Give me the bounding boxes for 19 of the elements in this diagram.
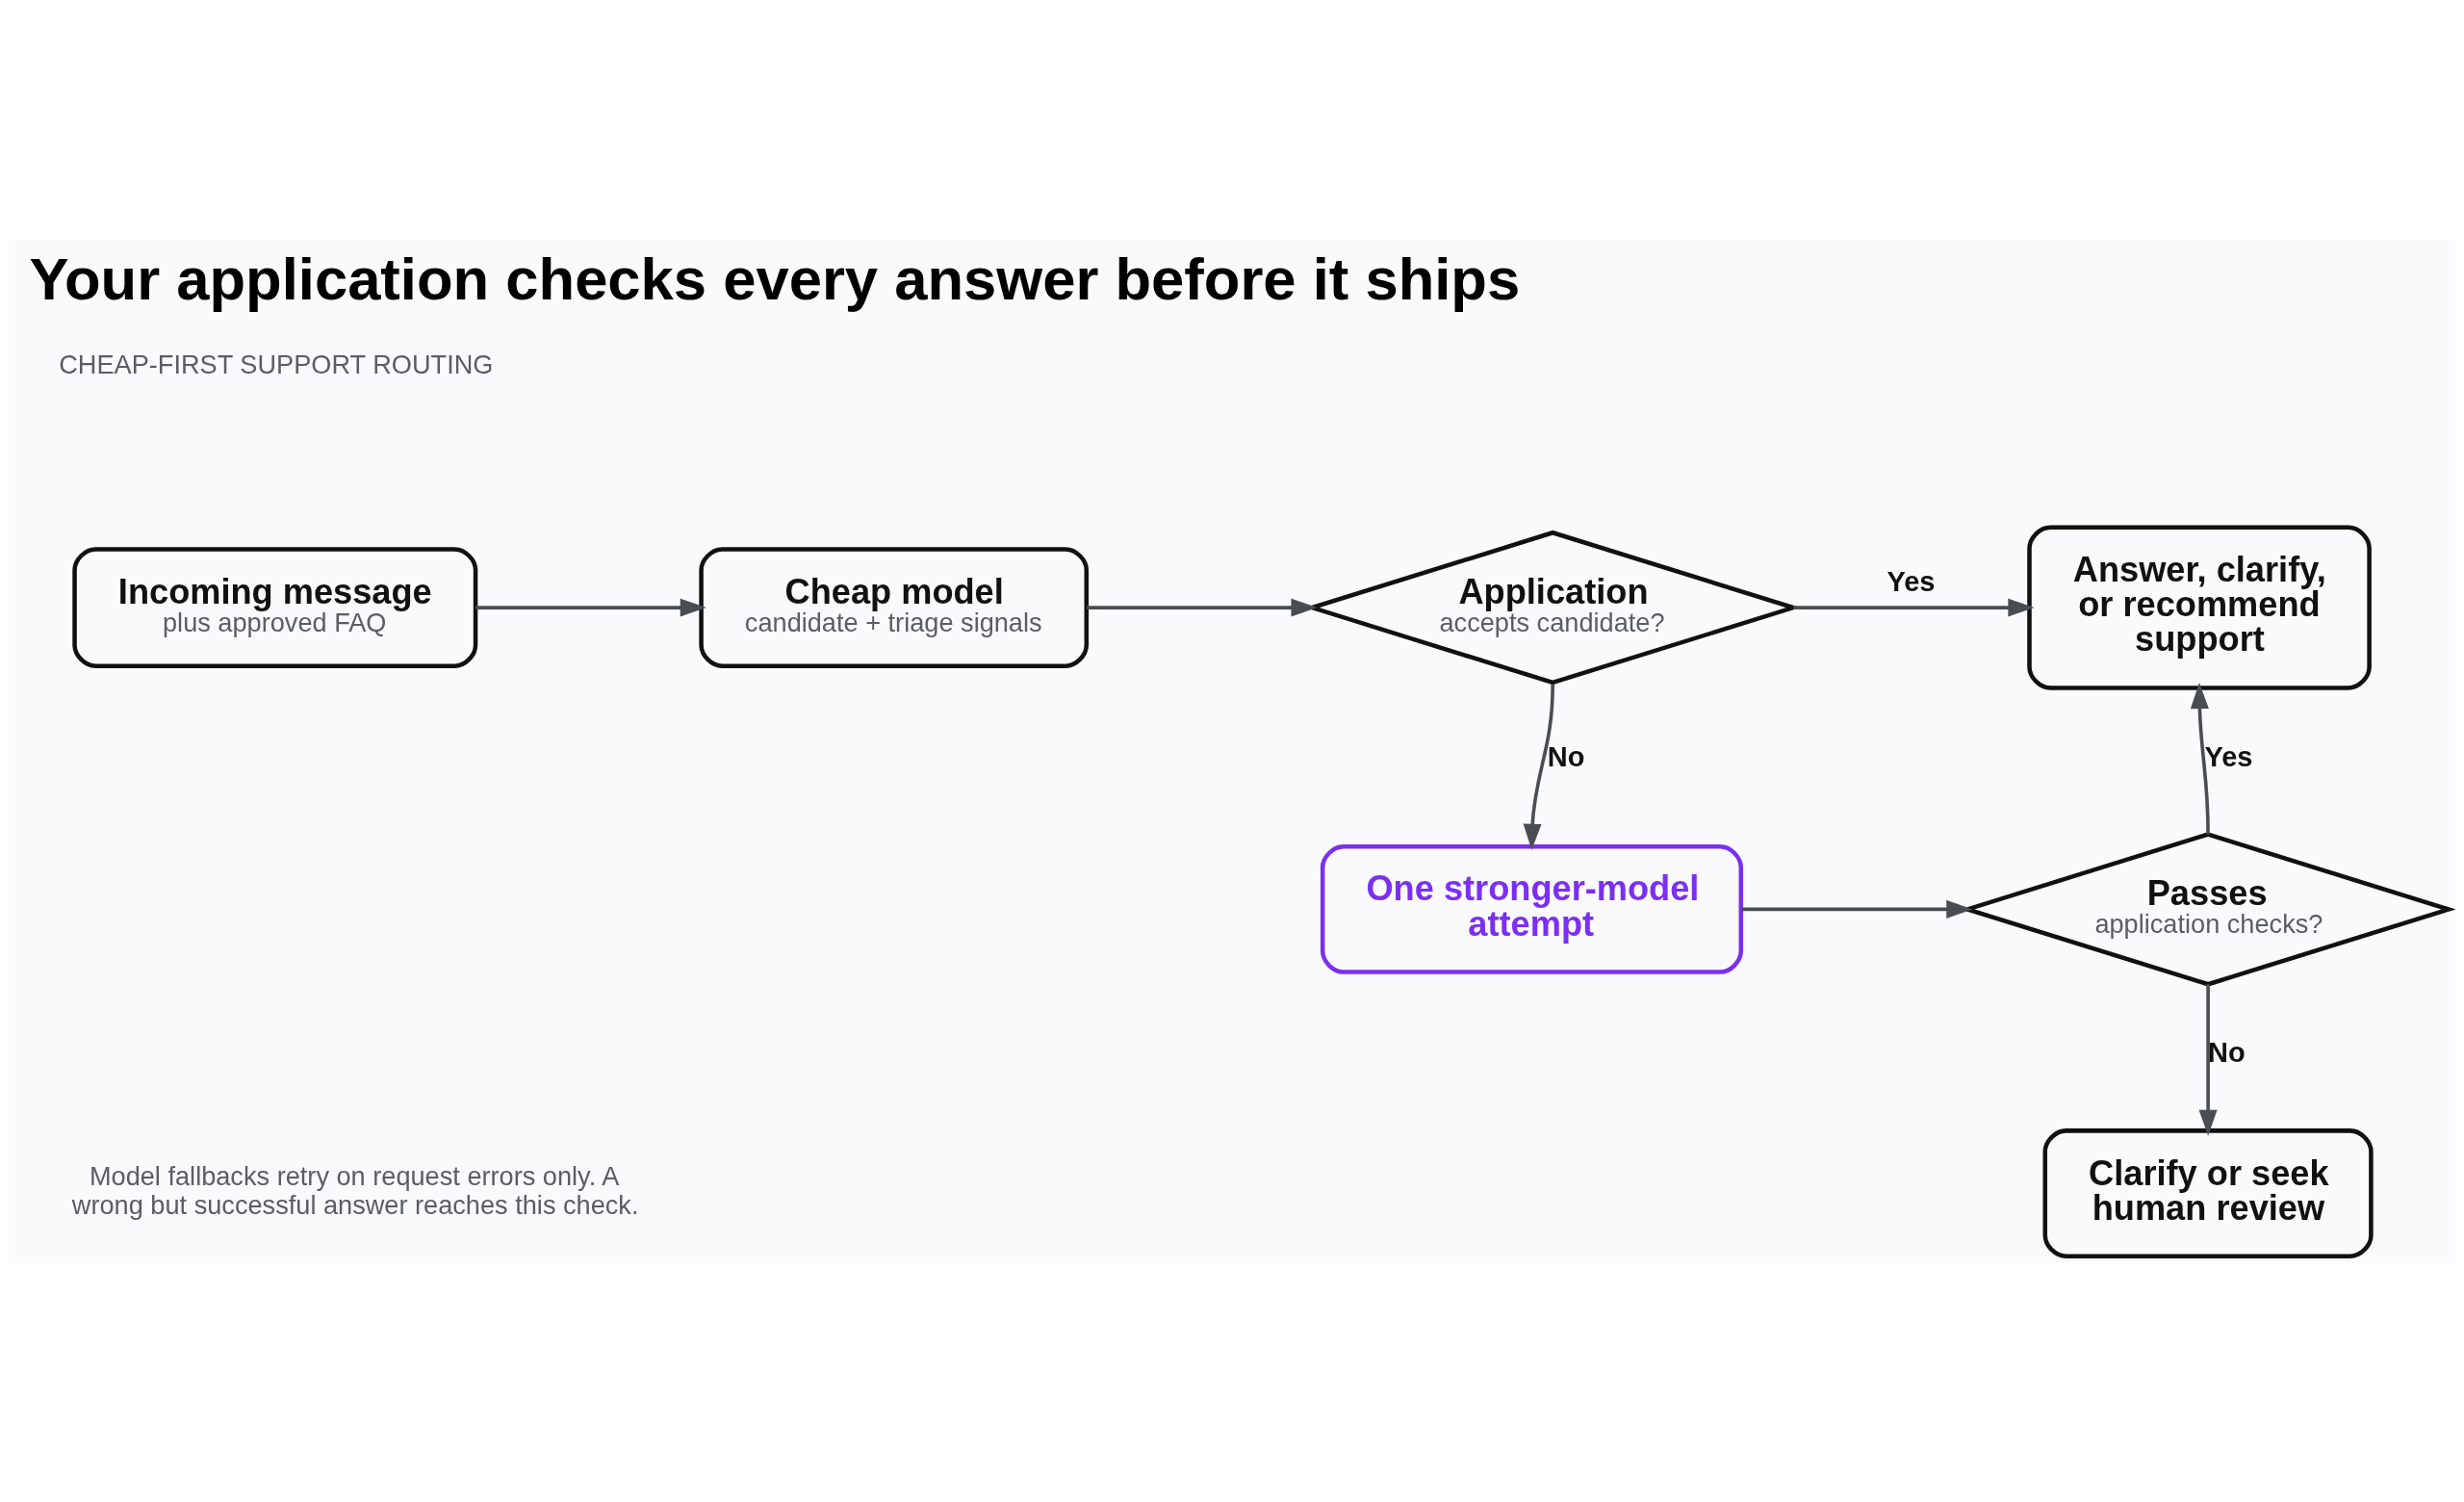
node-box: Clarify or seek human review <box>2042 1127 2374 1258</box>
edge-label: Yes <box>2204 740 2253 772</box>
arrow <box>2190 682 2210 835</box>
edge-label: No <box>1547 740 1585 772</box>
node-box: Incoming message plus approved FAQ <box>72 546 478 668</box>
node-box: Answer, clarify, or recommend support <box>2027 525 2372 690</box>
arrow <box>475 598 706 617</box>
node-box: Cheap model candidate + triage signals <box>699 546 1090 668</box>
diagram-title: Your application checks every answer before it ships <box>29 245 1521 312</box>
arrow <box>2198 983 2218 1136</box>
label: CHEAP-FIRST SUPPORT ROUTING <box>59 349 494 379</box>
arrow <box>1793 598 2035 617</box>
label: Model fallbacks retry on request errors only. A wrong but successful answer reaches this check. <box>71 1160 639 1220</box>
arrow <box>1523 684 1554 850</box>
edge-label: Yes <box>1886 565 1936 597</box>
node-box: One stronger-model attempt <box>1320 843 1744 974</box>
edge-label: No <box>2208 1036 2246 1068</box>
arrow <box>1741 899 1973 919</box>
arrow <box>1087 598 1318 617</box>
